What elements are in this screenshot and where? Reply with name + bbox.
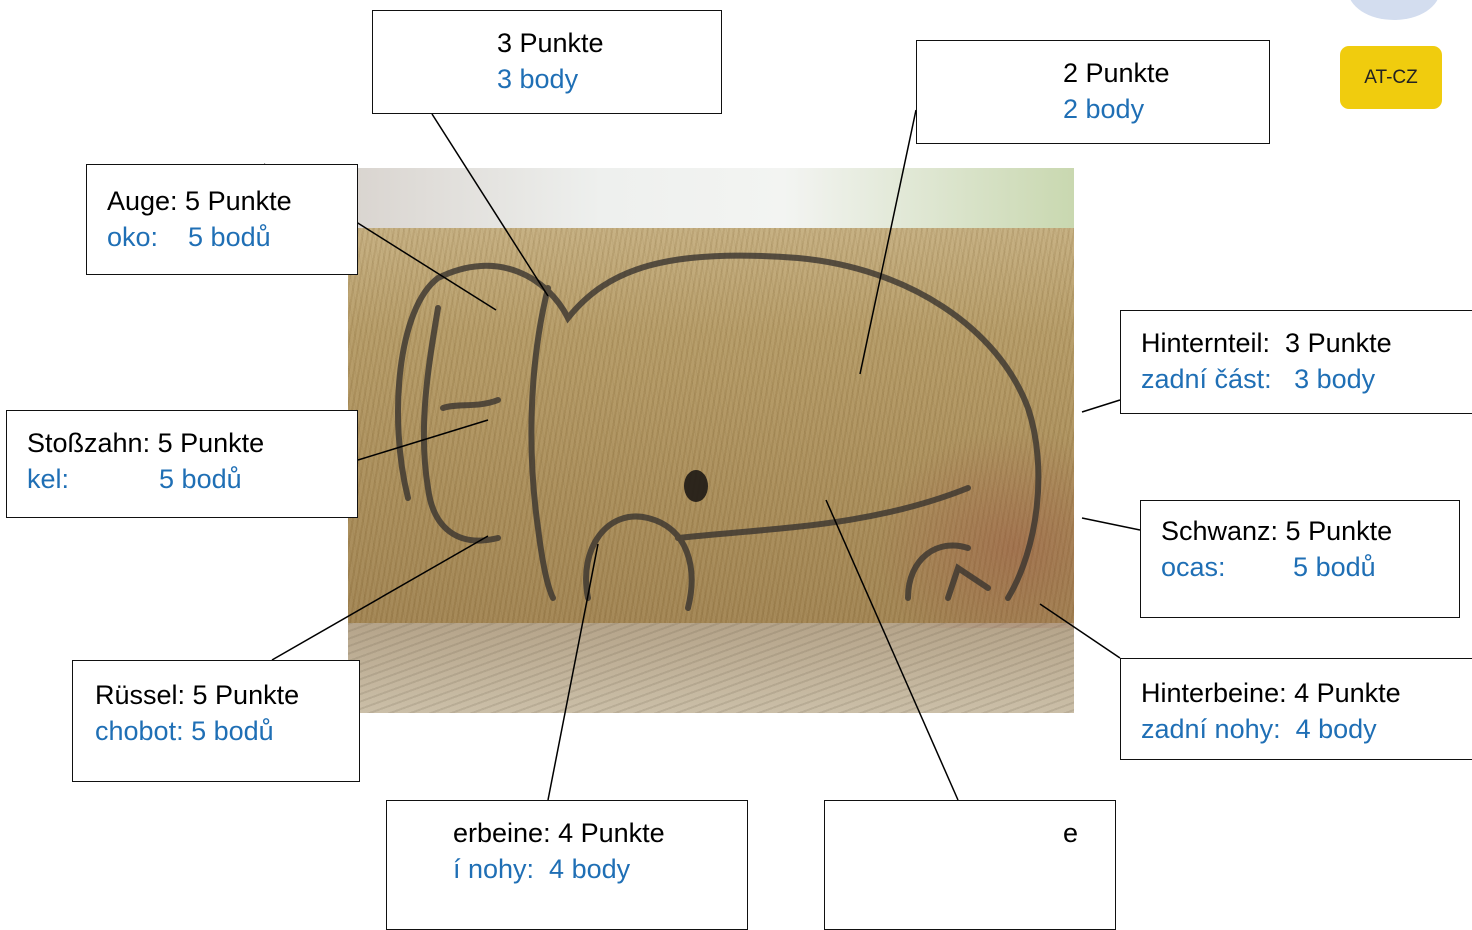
label-box-bottom-right: e — [824, 800, 1116, 930]
label-box-hind-legs: Hinterbeine: 4 Punkte zadní nohy: 4 body — [1120, 658, 1472, 760]
label-box-tail: Schwanz: 5 Punkte ocas: 5 bodů — [1140, 500, 1460, 618]
line-bottom-right — [826, 500, 958, 800]
label-box-trunk: Rüssel: 5 Punkte chobot: 5 bodů — [72, 660, 360, 782]
line-tail — [1082, 518, 1140, 530]
label-box-rear: Hinternteil: 3 Punkte zadní část: 3 body — [1120, 310, 1472, 414]
line-rear — [1082, 400, 1120, 412]
label-box-tusk: Stoßzahn: 5 Punkte kel: 5 bodů — [6, 410, 358, 518]
line-top-center — [432, 114, 548, 296]
label-box-eye: Auge: 5 Punkte oko: 5 bodů — [86, 164, 358, 275]
label-box-top-right: 2 Punkte 2 body — [916, 40, 1270, 144]
line-top-right — [860, 110, 916, 374]
label-box-front-legs: erbeine: 4 Punkte í nohy: 4 body — [386, 800, 748, 930]
line-tusk — [358, 420, 488, 460]
line-trunk — [272, 536, 488, 660]
line-front-legs — [548, 544, 598, 800]
label-box-top-center: 3 Punkte 3 body — [372, 10, 722, 114]
line-hind-legs — [1040, 604, 1120, 658]
